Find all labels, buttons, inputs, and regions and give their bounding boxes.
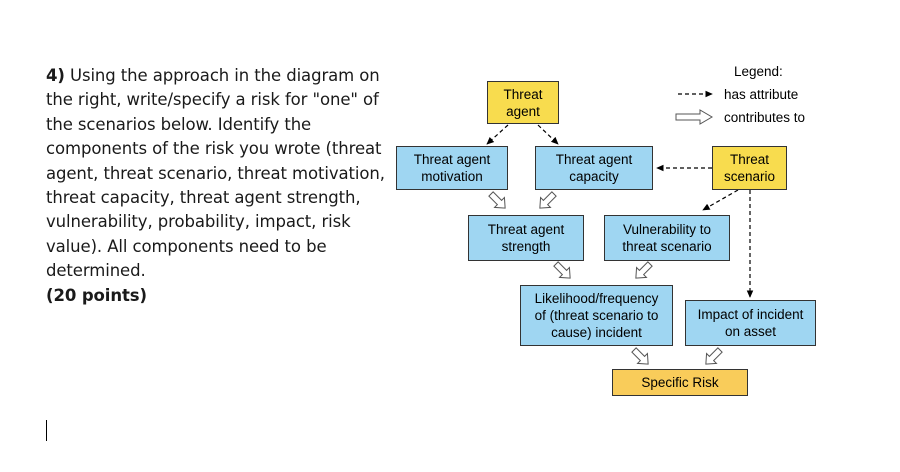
node-motivation-line1: Threat agent [413, 152, 491, 167]
node-threat-agent-motivation: Threat agent motivation [396, 146, 508, 190]
attr-scenario-vulnerability [702, 189, 739, 211]
question-body: Using the approach in the diagram on the… [46, 66, 385, 281]
legend-hollow-arrow [675, 109, 713, 125]
node-threat-agent-line1: Threat [503, 86, 543, 102]
node-vulnerability-line2: threat scenario [622, 239, 712, 254]
attr-agent-motivation [486, 124, 509, 145]
node-likelihood-line2: of (threat scenario to [534, 308, 659, 323]
node-capacity-line2: capacity [569, 169, 619, 184]
node-vulnerability-line1: Vulnerability to [622, 222, 712, 237]
text-cursor [46, 420, 47, 441]
node-scenario-line2: scenario [723, 169, 776, 184]
attr-agent-capacity [537, 124, 559, 145]
node-specific-risk-label: Specific Risk [641, 375, 719, 390]
node-impact: Impact of incident on asset [685, 300, 816, 346]
legend-title: Legend: [734, 64, 783, 79]
node-strength-line1: Threat agent [487, 222, 565, 237]
contrib-vulnerability-likelihood [635, 261, 653, 279]
contrib-capacity-strength [539, 191, 557, 209]
node-vulnerability: Vulnerability to threat scenario [604, 215, 730, 261]
contrib-likelihood-risk [631, 347, 649, 365]
node-capacity-line1: Threat agent [555, 152, 633, 167]
contrib-strength-likelihood [553, 261, 571, 279]
node-specific-risk: Specific Risk [612, 369, 748, 396]
node-threat-agent-line2: agent [506, 103, 540, 119]
node-threat-agent-strength: Threat agent strength [468, 215, 584, 261]
node-likelihood-line1: Likelihood/frequency [534, 291, 659, 306]
node-threat-scenario: Threat scenario [712, 146, 787, 190]
node-impact-line1: Impact of incident [697, 307, 804, 322]
node-scenario-line1: Threat [729, 152, 770, 167]
question-points: (20 points) [46, 285, 147, 305]
legend-has-attribute: has attribute [724, 87, 799, 102]
node-strength-line2: strength [501, 239, 551, 254]
node-threat-agent-capacity: Threat agent capacity [535, 146, 653, 190]
legend-contributes-to: contributes to [724, 110, 806, 125]
question-text: 4) Using the approach in the diagram on … [46, 64, 396, 308]
contrib-impact-risk [705, 347, 723, 365]
contrib-motivation-strength [488, 191, 506, 209]
node-impact-line2: on asset [724, 324, 777, 339]
node-likelihood: Likelihood/frequency of (threat scenario … [520, 285, 673, 346]
node-likelihood-line3: cause) incident [551, 325, 642, 340]
node-motivation-line2: motivation [421, 169, 483, 184]
question-number: 4) [46, 66, 65, 85]
